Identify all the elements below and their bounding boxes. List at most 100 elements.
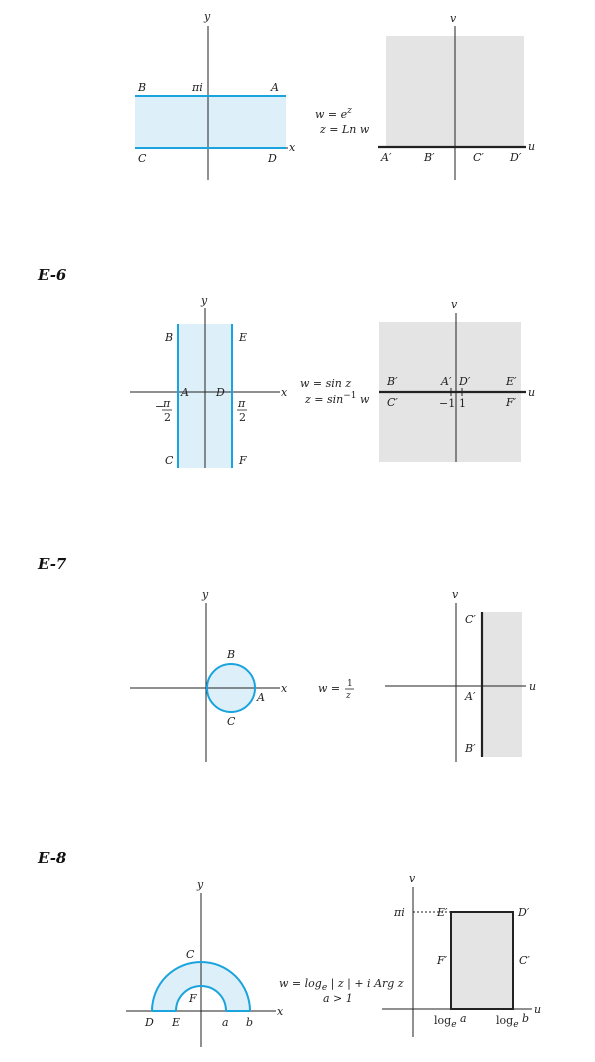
half-annulus-region xyxy=(152,962,250,1011)
point-C-prime-label: C′ xyxy=(473,151,484,164)
point-B-label: B xyxy=(137,81,146,94)
v-axis-label: v xyxy=(452,588,459,601)
formula-denominator: z xyxy=(345,691,351,701)
heading-E6: E-6 xyxy=(37,266,67,284)
y-axis-label: y xyxy=(200,294,208,307)
u-axis-label: u xyxy=(529,680,536,693)
point-A-prime-label: A′ xyxy=(440,375,452,388)
z-plane-log: y x C F D E a b xyxy=(126,878,284,1047)
y-axis-label: y xyxy=(196,878,204,891)
heading-E8: E-8 xyxy=(37,849,67,867)
log-a-label: loge a xyxy=(434,1012,467,1030)
point-D-label: D xyxy=(267,152,277,165)
boundary-circle xyxy=(206,663,256,713)
point-C-label: C xyxy=(186,948,195,961)
x-axis-label: x xyxy=(277,1005,284,1018)
point-C-label: C xyxy=(138,152,147,165)
formula-line1: w = ez xyxy=(315,106,352,121)
mapping-formula-sin: w = sin z z = sin−1 w xyxy=(300,377,370,406)
half-plane-region xyxy=(482,612,522,757)
u-axis-label: u xyxy=(528,386,535,399)
point-E-prime-label: E′ xyxy=(436,906,448,919)
pi-i-label: πi xyxy=(393,906,405,919)
u-axis-label: u xyxy=(528,140,535,153)
point-F-label: F xyxy=(188,992,197,1005)
section-E8: E-8 y x C F D E a b w = loge | z | + i A… xyxy=(37,849,541,1047)
formula-lhs: w = xyxy=(318,682,340,695)
point-b-label: b xyxy=(246,1016,253,1029)
point-B-prime-label: B′ xyxy=(386,375,398,388)
section-exp-map: y x B A πi C D w = ez z = Ln w v u A′ B′… xyxy=(135,10,535,180)
formula-line2: a > 1 xyxy=(323,992,353,1005)
point-B-prime-label: B′ xyxy=(423,151,435,164)
point-F-prime-label: F′ xyxy=(505,396,517,409)
neg-sign: − xyxy=(155,400,164,413)
point-E-label: E xyxy=(238,331,247,344)
w-plane-sin: v u B′ A′ D′ E′ C′ −1 1 F′ xyxy=(379,298,535,462)
pi-i-label: πi xyxy=(191,81,203,94)
point-A-label: A xyxy=(256,691,265,704)
inner-arc xyxy=(175,985,227,1012)
v-axis-label: v xyxy=(450,12,457,25)
v-axis-label: v xyxy=(409,872,416,885)
z-plane-inversion: y x B A C xyxy=(130,588,288,762)
point-D-prime-label: D′ xyxy=(517,906,530,919)
point-B-label: B xyxy=(164,331,173,344)
point-C-label: C xyxy=(165,454,174,467)
w-plane-exp: v u A′ B′ C′ D′ xyxy=(378,12,535,180)
neg-pi-denominator: 2 xyxy=(164,411,171,424)
section-E6: E-6 y x B E A D C F − π 2 π 2 xyxy=(37,266,535,468)
x-axis-label: x xyxy=(281,386,288,399)
point-A-label: A xyxy=(180,386,189,399)
formula-line1: w = loge | z | + i Arg z xyxy=(279,977,404,993)
point-D-prime-label: D′ xyxy=(509,151,522,164)
mapping-formula-exp: w = ez z = Ln w xyxy=(315,106,370,136)
point-A-label: A xyxy=(270,81,279,94)
w-plane-log: v u πi E′ D′ F′ C′ loge a loge b xyxy=(382,872,541,1037)
w-plane-inversion: v u C′ A′ B′ xyxy=(385,588,536,762)
minus-one-label: −1 xyxy=(439,397,455,410)
pi-denominator: 2 xyxy=(239,411,246,424)
outer-arc xyxy=(151,961,251,1012)
heading-E7: E-7 xyxy=(37,555,67,573)
neg-pi-numerator: π xyxy=(162,397,171,410)
lower-half-plane-region xyxy=(379,392,521,462)
formula-numerator: 1 xyxy=(347,679,353,689)
formula-line1: w = sin z xyxy=(300,377,351,390)
point-C-label: C xyxy=(227,715,236,728)
mapping-formula-log: w = loge | z | + i Arg z a > 1 xyxy=(279,977,404,1005)
point-B-label: B xyxy=(226,648,235,661)
mapping-formula-inversion: w = 1 z xyxy=(318,679,354,701)
point-F-prime-label: F′ xyxy=(436,954,448,967)
v-axis-label: v xyxy=(451,298,458,311)
x-axis-label: x xyxy=(281,682,288,695)
formula-line2: z = Ln w xyxy=(319,123,370,136)
x-axis-label: x xyxy=(289,141,296,154)
point-D-label: D xyxy=(144,1016,154,1029)
point-C-prime-label: C′ xyxy=(465,613,476,626)
z-plane-sin: y x B E A D C F − π 2 π 2 xyxy=(130,294,288,468)
one-label: 1 xyxy=(459,397,466,410)
point-D-prime-label: D′ xyxy=(458,375,471,388)
z-plane-exp: y x B A πi C D xyxy=(135,10,296,180)
rectangle-region xyxy=(450,911,514,1010)
u-axis-label: u xyxy=(534,1003,541,1016)
point-C-prime-label: C′ xyxy=(387,396,398,409)
point-E-prime-label: E′ xyxy=(505,375,517,388)
point-D-label: D xyxy=(215,386,225,399)
point-A-prime-label: A′ xyxy=(380,151,392,164)
pi-numerator: π xyxy=(237,397,246,410)
point-E-label: E xyxy=(171,1016,180,1029)
point-a-label: a xyxy=(222,1016,229,1029)
point-B-prime-label: B′ xyxy=(464,742,476,755)
section-E7: E-7 y x B A C w = 1 z v u C′ xyxy=(37,555,536,762)
log-b-label: loge b xyxy=(496,1012,529,1030)
formula-line2: z = sin−1 w xyxy=(304,391,370,406)
point-C-prime-label: C′ xyxy=(519,954,530,967)
point-A-prime-label: A′ xyxy=(464,690,476,703)
point-F-label: F xyxy=(238,454,247,467)
y-axis-label: y xyxy=(203,10,211,23)
y-axis-label: y xyxy=(201,588,209,601)
upper-half-plane-region xyxy=(379,322,521,392)
